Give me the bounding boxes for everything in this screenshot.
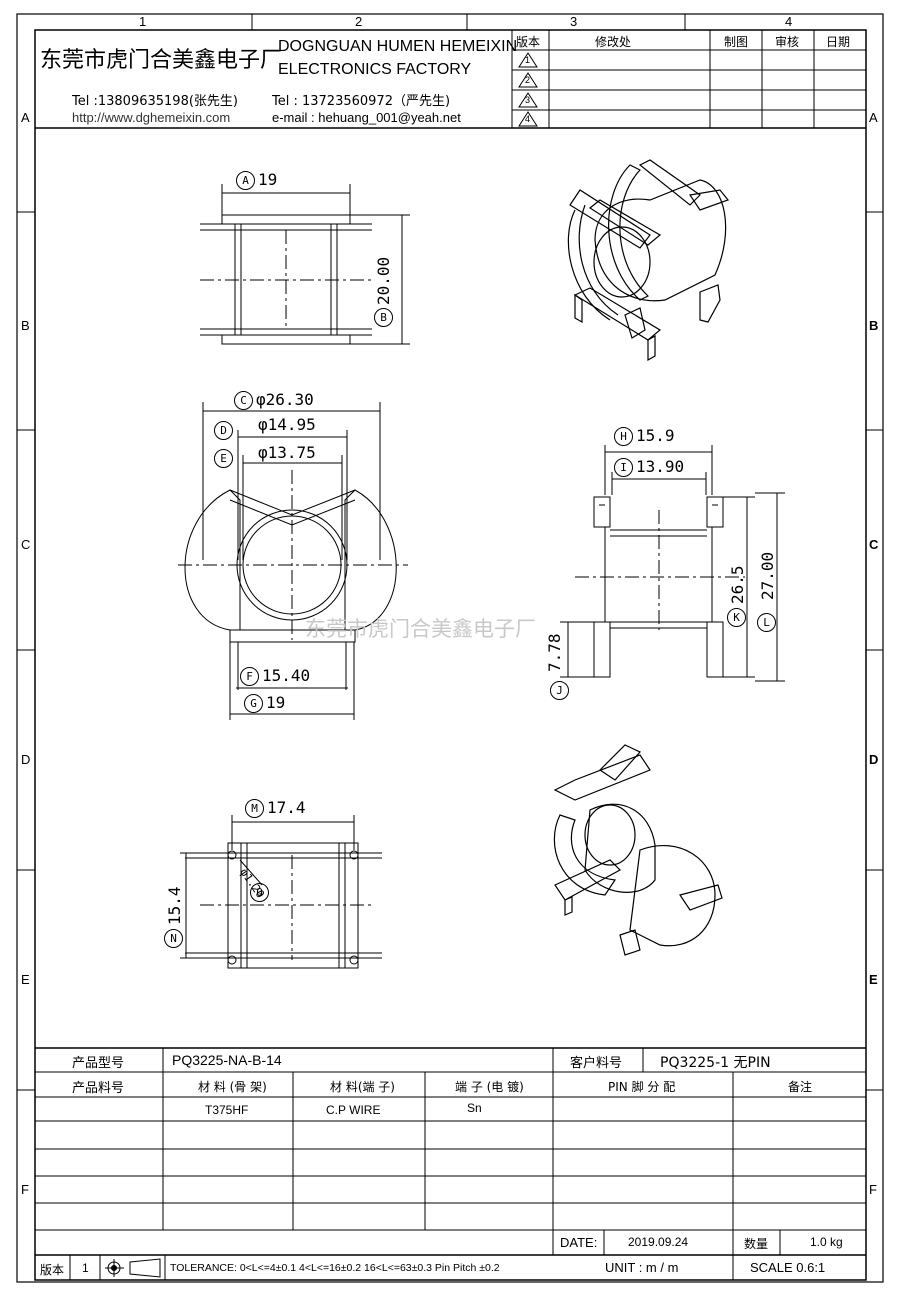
label-material-bobbin: 材 料 (骨 架): [198, 1080, 267, 1094]
value-material-pin: C.P WIRE: [326, 1103, 381, 1117]
grid-row-d-left: D: [21, 752, 31, 767]
grid-col-3: 3: [570, 14, 578, 29]
value-sheet: 1.0 kg: [810, 1235, 843, 1249]
rev-header-date: 日期: [826, 35, 851, 49]
value-plating: Sn: [467, 1101, 482, 1115]
grid-col-4: 4: [785, 14, 793, 29]
rev-header-checked: 审核: [775, 35, 800, 49]
dim-k-value: 26.5: [728, 565, 747, 604]
dim-j-marker: J: [550, 680, 572, 700]
value-date: 2019.09.24: [628, 1235, 689, 1249]
company-name-en-2: ELECTRONICS FACTORY: [278, 61, 472, 78]
company-name-cn: 东莞市虎门合美鑫电子厂: [40, 48, 283, 73]
label-material-pin: 材 料(端 子): [330, 1080, 395, 1094]
grid-row-c-right: C: [869, 537, 879, 552]
label-pin-assign: PIN 脚 分 配: [608, 1080, 676, 1094]
rev-header-change: 修改处: [595, 35, 632, 49]
label-plating: 端 子 (电 镀): [455, 1080, 524, 1094]
label-remark: 备注: [788, 1080, 813, 1094]
dim-l-marker: L: [757, 612, 779, 632]
rev-mark-3: 3: [525, 95, 531, 105]
dim-k-marker: K: [727, 607, 749, 627]
rev-mark-4: 4: [525, 114, 531, 124]
label-date: DATE:: [560, 1235, 598, 1250]
grid-row-b-left: B: [21, 318, 30, 333]
grid-row-d-right: D: [869, 752, 879, 767]
tolerance-note: TOLERANCE: 0<L<=4±0.1 4<L<=16±0.2 16<L<=…: [170, 1262, 500, 1274]
grid-row-f-left: F: [21, 1182, 29, 1197]
value-material-bobbin: T375HF: [205, 1103, 249, 1117]
dim-b-value: 20.00: [374, 256, 393, 305]
grid-col-1: 1: [139, 14, 147, 29]
website-link[interactable]: http://www.dghemeixin.com: [72, 110, 231, 125]
rev-mark-1: 1: [525, 55, 531, 65]
label-customer-pn: 客户料号: [570, 1056, 623, 1071]
company-name-en-1: DOGNGUAN HUMEN HEMEIXIN: [278, 38, 518, 55]
rev-header-drawn: 制图: [724, 35, 749, 49]
contact-tel-2: Tel : 13723560972（严先生): [272, 94, 451, 109]
dim-l-value: 27.00: [758, 551, 777, 600]
label-model: 产品型号: [72, 1056, 125, 1071]
grid-row-a-left: A: [21, 110, 30, 125]
contact-tel-1: Tel :13809635198(张先生): [72, 94, 238, 109]
dim-n-marker: N: [164, 928, 186, 948]
dim-e-value: φ13.75: [258, 443, 316, 462]
unit-note: UNIT : m / m: [605, 1260, 679, 1275]
dim-d-value: φ14.95: [258, 415, 316, 434]
dim-b-marker: B: [374, 307, 396, 327]
grid-row-e-right: E: [869, 972, 878, 987]
label-part-no: 产品料号: [72, 1081, 125, 1096]
grid-row-b-right: B: [869, 318, 879, 333]
value-version: 1: [82, 1261, 89, 1275]
dim-e-marker: E: [214, 448, 236, 468]
grid-row-a-right: A: [869, 110, 878, 125]
grid-col-2: 2: [355, 14, 363, 29]
value-model: PQ3225-NA-B-14: [172, 1052, 282, 1068]
dim-n-value: 15.4: [165, 886, 184, 925]
label-version: 版本: [40, 1263, 65, 1277]
grid-row-c-left: C: [21, 537, 31, 552]
watermark: 东莞市虎门合美鑫电子厂: [305, 617, 536, 641]
grid-row-e-left: E: [21, 972, 30, 987]
contact-email[interactable]: e-mail : hehuang_001@yeah.net: [272, 110, 461, 125]
value-customer-pn: PQ3225-1 无PIN: [660, 1055, 771, 1071]
grid-row-f-right: F: [869, 1182, 877, 1197]
label-sheet: 数量: [744, 1237, 769, 1251]
rev-header-version: 版本: [516, 35, 541, 49]
scale-note: SCALE 0.6:1: [750, 1260, 826, 1275]
dim-j-value: 7.78: [545, 633, 564, 672]
dim-o-marker: O: [250, 882, 272, 902]
dim-d-marker: D: [214, 420, 236, 440]
rev-mark-2: 2: [525, 75, 531, 85]
